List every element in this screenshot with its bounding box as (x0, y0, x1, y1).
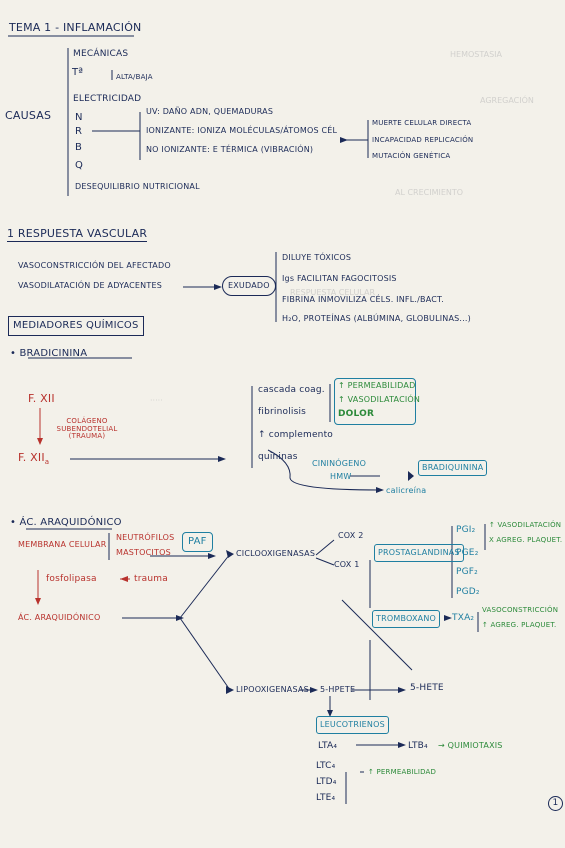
uv-text: UV: DAÑO ADN, QUEMADURAS (146, 107, 274, 116)
efecto-item: ↑ VASODILATACIÓN (338, 395, 421, 404)
cox2-label: COX 2 (338, 531, 364, 540)
cox1-label: COX 1 (334, 560, 360, 569)
paf-box: PAF (182, 532, 213, 552)
tromboxano-box: TROMBOXANO (372, 610, 441, 628)
cascada-item: ↑ complemento (258, 430, 334, 440)
page-number: 1 (548, 796, 563, 811)
hpete-label: 5-HPETE (320, 685, 356, 694)
effect-item: MUTACIÓN GENÉTICA (372, 152, 451, 160)
bleed-text: RESPUESTA CELULAR (290, 288, 376, 297)
pg-item: PGD₂ (456, 587, 480, 597)
ltc-item: LTE₄ (316, 793, 336, 803)
causa-item: MECÁNICAS (73, 49, 129, 59)
respuesta-line: VASODILATACIÓN DE ADYACENTES (18, 281, 162, 290)
membrana-label: MEMBRANA CELULAR (18, 540, 107, 549)
mastocitos-label: MASTOCITOS (116, 548, 171, 557)
mediadores-title: MEDIADORES QUÍMICOS (8, 316, 144, 336)
txa-effect: ↑ AGREG. PLAQUET. (482, 621, 557, 629)
exudado-item: DILUYE TÓXICOS (282, 253, 352, 262)
exudado-item: Igs FACILITAN FAGOCITOSIS (282, 274, 397, 283)
causa-item: ALTA/BAJA (116, 73, 153, 81)
ltc-item: LTC₄ (316, 761, 336, 771)
calicreina-label: calicreína (386, 486, 427, 495)
neutrofilos-label: NEUTRÓFILOS (116, 533, 175, 542)
bradiquinina-box: BRADIQUININA (418, 460, 488, 476)
ciclo-label: CICLOOXIGENASAS (236, 549, 316, 558)
bradicinina-title: • BRADICININA (10, 348, 88, 359)
hete-label: 5-HETE (410, 683, 444, 693)
no-ionizante-text: NO IONIZANTE: E TÉRMICA (VIBRACIÓN) (146, 145, 314, 154)
causa-item: B (75, 142, 83, 153)
permeabilidad-label: ↑ PERMEABILIDAD (368, 768, 437, 776)
causa-item: N (75, 112, 83, 123)
causa-item: ELECTRICIDAD (73, 94, 142, 104)
causa-item: Q (75, 160, 84, 171)
causa-item: DESEQUILIBRIO NUTRICIONAL (75, 182, 200, 191)
quimiotaxis-label: → QUIMIOTAXIS (438, 741, 503, 750)
respuesta-title: 1 RESPUESTA VASCULAR (7, 227, 148, 242)
effect-item: MUERTE CELULAR DIRECTA (372, 119, 472, 127)
respuesta-line: VASOCONSTRICCIÓN DEL AFECTADO (18, 261, 171, 270)
pg-item: PGE₂ (456, 548, 479, 558)
exudado-bubble: EXUDADO (222, 276, 276, 296)
pg-item: PGI₂ (456, 525, 476, 535)
cininogeno-label: CININÓGENO (312, 459, 367, 468)
efectos-box (334, 378, 416, 425)
colageno-label: COLÁGENO SUBENDOTELIAL (TRAUMA) (56, 417, 118, 441)
bleed-text: AGREGACIÓN (480, 96, 534, 105)
exudado-item: FIBRINA INMOVILIZA CÉLS. INFL./BACT. (282, 295, 444, 304)
trauma-label: trauma (134, 574, 168, 584)
cascada-item: cascada coag. (258, 385, 325, 395)
cascada-item: fibrinolisis (258, 407, 307, 417)
araquidonico-title: • ÁC. ARAQUIDÓNICO (10, 517, 122, 528)
hmw-label: HMW (330, 472, 352, 481)
fxii-label: F. XII (28, 392, 55, 405)
leucotrienos-box: LEUCOTRIENOS (316, 716, 389, 734)
prostaglandinas-box: PROSTAGLANDINAS (374, 544, 464, 562)
efecto-item: DOLOR (338, 409, 375, 419)
causa-item: Tª (72, 67, 84, 78)
causa-item: R (75, 126, 83, 137)
txa-effect: VASOCONSTRICCIÓN (482, 606, 559, 614)
pgi-effect: X AGREG. PLAQUET. (489, 536, 563, 544)
lta-label: LTA₄ (318, 741, 338, 751)
ac-label: ÁC. ARAQUIDÓNICO (18, 613, 101, 622)
efecto-item: ↑ PERMEABILIDAD (338, 381, 416, 390)
page-title: TEMA 1 - INFLAMACIÓN (9, 21, 142, 34)
cascada-item: quininas (258, 452, 298, 462)
fosfolipasa-label: fosfolipasa (46, 574, 97, 584)
ionizante-text: IONIZANTE: IONIZA MOLÉCULAS/ÁTOMOS CÉL (146, 126, 338, 135)
exudado-item: H₂O, PROTEÍNAS (ALBÚMINA, GLOBULINAS...) (282, 314, 471, 323)
bleed-text: AL CRECIMIENTO (395, 188, 464, 197)
ltb-label: LTB₄ (408, 741, 428, 751)
txa-label: TXA₂ (452, 613, 475, 623)
bleed-text: ····· (150, 396, 163, 405)
lipo-label: LIPOOXIGENASAS (236, 685, 309, 694)
causas-label: CAUSAS (5, 109, 52, 122)
pg-item: PGF₂ (456, 567, 478, 577)
effect-item: INCAPACIDAD REPLICACIÓN (372, 136, 474, 144)
pgi-effect: ↑ VASODILATACIÓN (489, 521, 562, 529)
fxiia-label: F. XIIa (18, 451, 50, 467)
ltc-item: LTD₄ (316, 777, 337, 787)
bleed-text: HEMOSTASIA (450, 50, 502, 59)
